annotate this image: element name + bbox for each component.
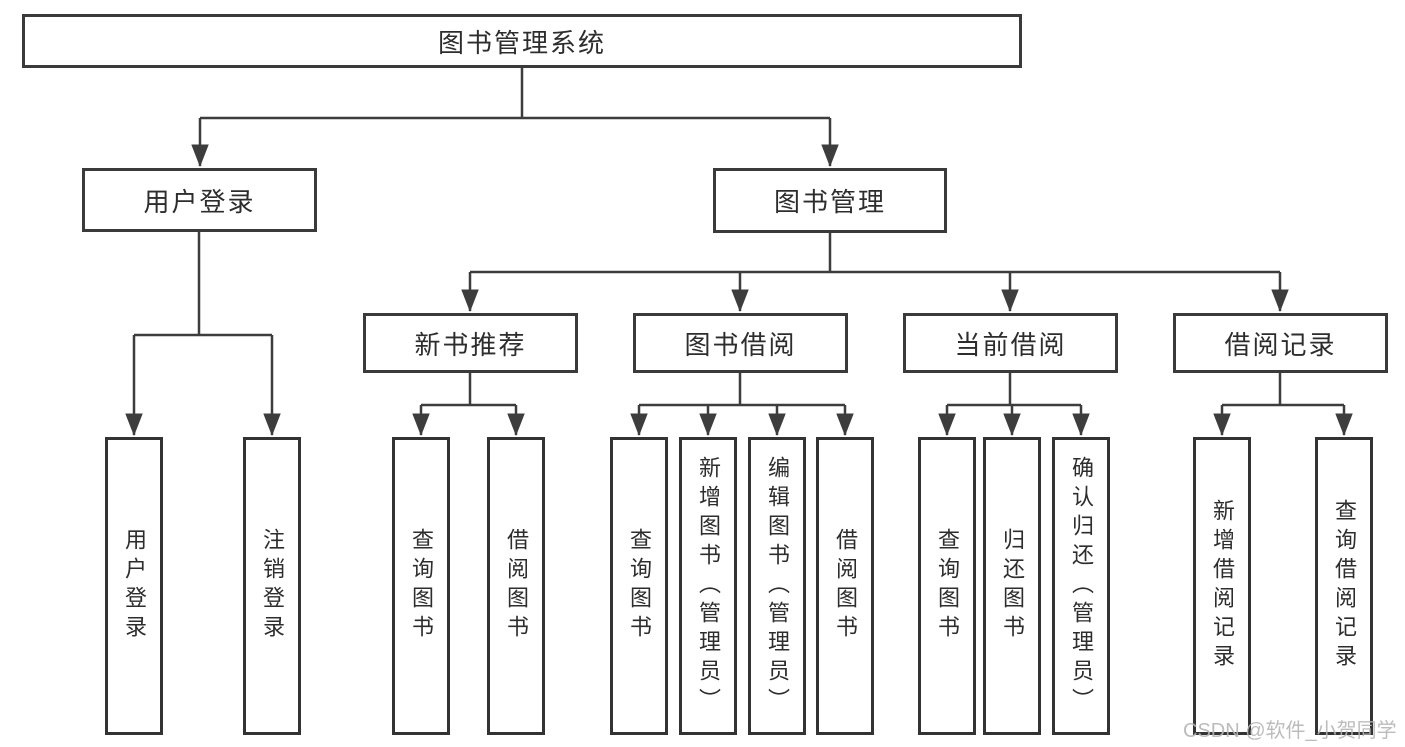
node-current-borrow-label: 当前借阅 bbox=[954, 329, 1067, 360]
leaf-query-books-recommend: 查询图书 bbox=[392, 437, 450, 735]
node-borrow-records: 借阅记录 bbox=[1173, 313, 1388, 373]
leaf-borrow-books: 借阅图书 bbox=[816, 437, 874, 735]
leaf-add-book-admin-label: 新增图书（管理员） bbox=[696, 455, 721, 717]
leaf-query-books-borrow: 查询图书 bbox=[610, 437, 668, 735]
node-book-borrow-label: 图书借阅 bbox=[684, 329, 797, 360]
node-new-book-recommend: 新书推荐 bbox=[363, 313, 578, 373]
csdn-watermark: CSDN @软件_小贺同学 bbox=[1183, 720, 1397, 742]
node-root: 图书管理系统 bbox=[22, 14, 1022, 68]
leaf-user-login-label: 用户登录 bbox=[122, 528, 147, 644]
leaf-add-borrow-record-label: 新增借阅记录 bbox=[1210, 499, 1235, 673]
node-book-management-label: 图书管理 bbox=[773, 187, 886, 217]
leaf-edit-book-admin-label: 编辑图书（管理员） bbox=[765, 455, 790, 717]
leaf-query-borrow-record-label: 查询借阅记录 bbox=[1332, 499, 1357, 673]
leaf-borrow-books-label: 借阅图书 bbox=[833, 528, 858, 644]
node-current-borrow: 当前借阅 bbox=[903, 313, 1118, 373]
node-new-book-recommend-label: 新书推荐 bbox=[414, 329, 527, 360]
leaf-add-borrow-record: 新增借阅记录 bbox=[1193, 437, 1251, 735]
leaf-confirm-return-admin: 确认归还（管理员） bbox=[1052, 437, 1110, 735]
leaf-logout: 注销登录 bbox=[243, 437, 301, 735]
leaf-query-books-current-label: 查询图书 bbox=[935, 528, 960, 644]
leaf-borrow-books-recommend: 借阅图书 bbox=[487, 437, 545, 735]
leaf-borrow-books-recommend-label: 借阅图书 bbox=[504, 528, 529, 644]
node-book-borrow: 图书借阅 bbox=[633, 313, 848, 373]
node-root-label: 图书管理系统 bbox=[437, 27, 606, 58]
leaf-query-borrow-record: 查询借阅记录 bbox=[1315, 437, 1373, 735]
leaf-edit-book-admin: 编辑图书（管理员） bbox=[748, 437, 806, 735]
node-user-login-label: 用户登录 bbox=[143, 186, 256, 217]
leaf-logout-label: 注销登录 bbox=[260, 528, 285, 644]
leaf-query-books-recommend-label: 查询图书 bbox=[409, 528, 434, 644]
leaf-confirm-return-admin-label: 确认归还（管理员） bbox=[1069, 455, 1094, 717]
node-borrow-records-label: 借阅记录 bbox=[1224, 329, 1337, 360]
leaf-query-books-borrow-label: 查询图书 bbox=[627, 528, 652, 644]
leaf-user-login: 用户登录 bbox=[105, 437, 163, 735]
leaf-return-book: 归还图书 bbox=[983, 437, 1041, 735]
leaf-return-book-label: 归还图书 bbox=[1000, 528, 1025, 644]
leaf-add-book-admin: 新增图书（管理员） bbox=[679, 437, 737, 735]
node-user-login: 用户登录 bbox=[82, 168, 317, 232]
node-book-management: 图书管理 bbox=[713, 168, 947, 233]
leaf-query-books-current: 查询图书 bbox=[918, 437, 976, 735]
arrowheads bbox=[125, 118, 1353, 436]
